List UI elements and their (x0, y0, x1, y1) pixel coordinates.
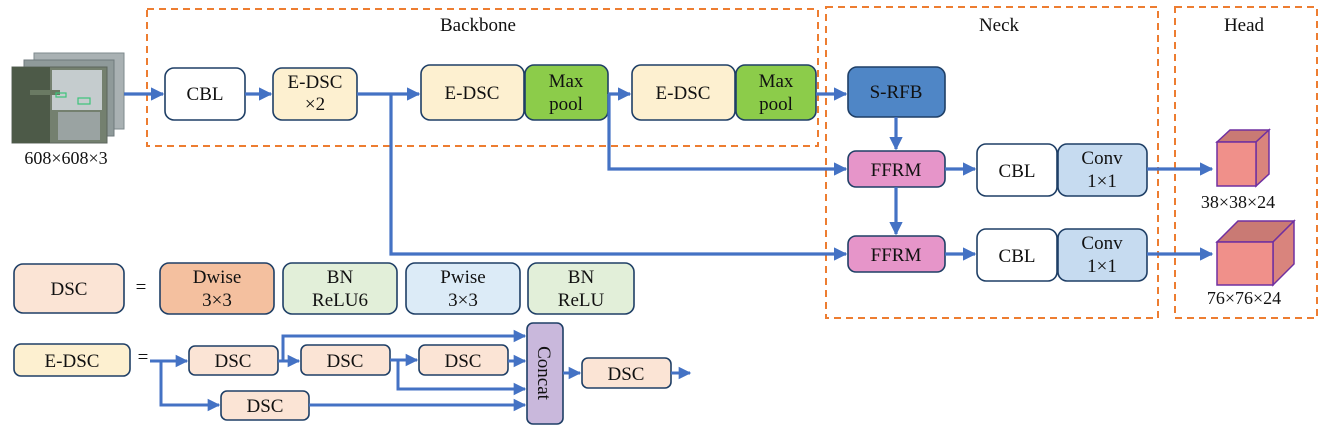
legend-bn-relu-block: BN ReLU (527, 262, 635, 315)
conv-2-line1: Conv (1081, 233, 1123, 254)
ffrm-1-label: FFRM (871, 160, 922, 181)
ffrm-2-label: FFRM (871, 245, 922, 266)
backbone-edsc-x2-block: E-DSC ×2 (272, 67, 358, 121)
edsc-dsc-a-block: DSC (188, 345, 279, 376)
maxpool-2-line2: pool (759, 94, 793, 115)
conv-1-line2: 1×1 (1087, 171, 1117, 192)
backbone-edsc-1-block: E-DSC (420, 64, 525, 121)
output-1-size: 38×38×24 (1201, 192, 1275, 212)
backbone-title: Backbone (440, 15, 516, 36)
edsc-dsc-out-block: DSC (581, 357, 672, 389)
edsc-2-label: E-DSC (656, 83, 711, 104)
neck-conv-2-block: Conv 1×1 (1057, 228, 1148, 282)
head-frame (1174, 6, 1318, 319)
legend-edsc-equals: = (138, 347, 149, 368)
neck-ffrm-2-block: FFRM (847, 235, 946, 273)
neck-srfb-block: S-RFB (847, 66, 946, 118)
legend-dsc-name: DSC (51, 279, 88, 300)
dwise-line1: Dwise (193, 267, 242, 288)
neck-frame (825, 6, 1159, 319)
neck-cbl-1-label: CBL (999, 161, 1036, 182)
legend-dsc-equals: = (136, 277, 147, 298)
backbone-cbl-label: CBL (187, 84, 224, 105)
edsc-dsc-d-label: DSC (247, 396, 284, 417)
neck-cbl-2-label: CBL (999, 246, 1036, 267)
maxpool-1-line2: pool (549, 94, 583, 115)
dwise-line2: 3×3 (202, 290, 232, 311)
pwise-line2: 3×3 (448, 290, 478, 311)
conv-2-line2: 1×1 (1087, 256, 1117, 277)
legend-edsc-block: E-DSC (13, 343, 131, 377)
legend-edsc-name: E-DSC (45, 351, 100, 372)
legend-bn-relu6-block: BN ReLU6 (282, 262, 398, 315)
srfb-label: S-RFB (870, 82, 923, 103)
neck-cbl-1-block: CBL (976, 143, 1058, 197)
edsc-dsc-c-label: DSC (445, 351, 482, 372)
edsc-dsc-a-label: DSC (215, 351, 252, 372)
output-2-size: 76×76×24 (1207, 288, 1281, 308)
legend-dsc-block: DSC (13, 263, 125, 314)
edsc-dsc-out-label: DSC (608, 364, 645, 385)
input-image-stack (11, 52, 125, 144)
backbone-maxpool-2-block: Max pool (735, 64, 817, 121)
backbone-maxpool-1-block: Max pool (524, 64, 609, 121)
edsc-dsc-d-block: DSC (220, 390, 310, 421)
backbone-frame (146, 8, 819, 147)
bn-relu-line2: ReLU (558, 290, 605, 311)
maxpool-1-line1: Max (549, 71, 584, 92)
output-cube-large (1215, 219, 1296, 287)
neck-cbl-2-block: CBL (976, 228, 1058, 282)
edsc-x2-line2: ×2 (305, 94, 325, 115)
bn-relu6-line2: ReLU6 (312, 290, 368, 311)
edsc-x2-line1: E-DSC (288, 72, 343, 93)
concat-label: Concat (533, 346, 554, 401)
bn-relu-line1: BN (568, 267, 595, 288)
head-title: Head (1224, 15, 1265, 36)
neck-title: Neck (979, 15, 1020, 36)
backbone-cbl-block: CBL (164, 67, 246, 121)
edsc-dsc-c-block: DSC (418, 344, 509, 376)
edsc-concat-block: Concat (526, 322, 564, 425)
pwise-line1: Pwise (440, 267, 485, 288)
backbone-edsc-2-block: E-DSC (631, 64, 736, 121)
flow-arrows (124, 87, 1214, 261)
legend-pwise-block: Pwise 3×3 (405, 262, 521, 315)
bn-relu6-line1: BN (327, 267, 354, 288)
maxpool-2-line1: Max (759, 71, 794, 92)
neck-conv-1-block: Conv 1×1 (1057, 143, 1148, 197)
edsc-1-label: E-DSC (445, 83, 500, 104)
edsc-dsc-b-label: DSC (327, 351, 364, 372)
neck-ffrm-1-block: FFRM (847, 150, 946, 188)
input-size-label: 608×608×3 (24, 148, 107, 168)
conv-1-line1: Conv (1081, 148, 1123, 169)
edsc-flow-arrows (150, 329, 692, 412)
edsc-dsc-b-block: DSC (300, 344, 391, 376)
legend-dwise-block: Dwise 3×3 (159, 262, 275, 315)
output-cube-small (1215, 128, 1271, 188)
